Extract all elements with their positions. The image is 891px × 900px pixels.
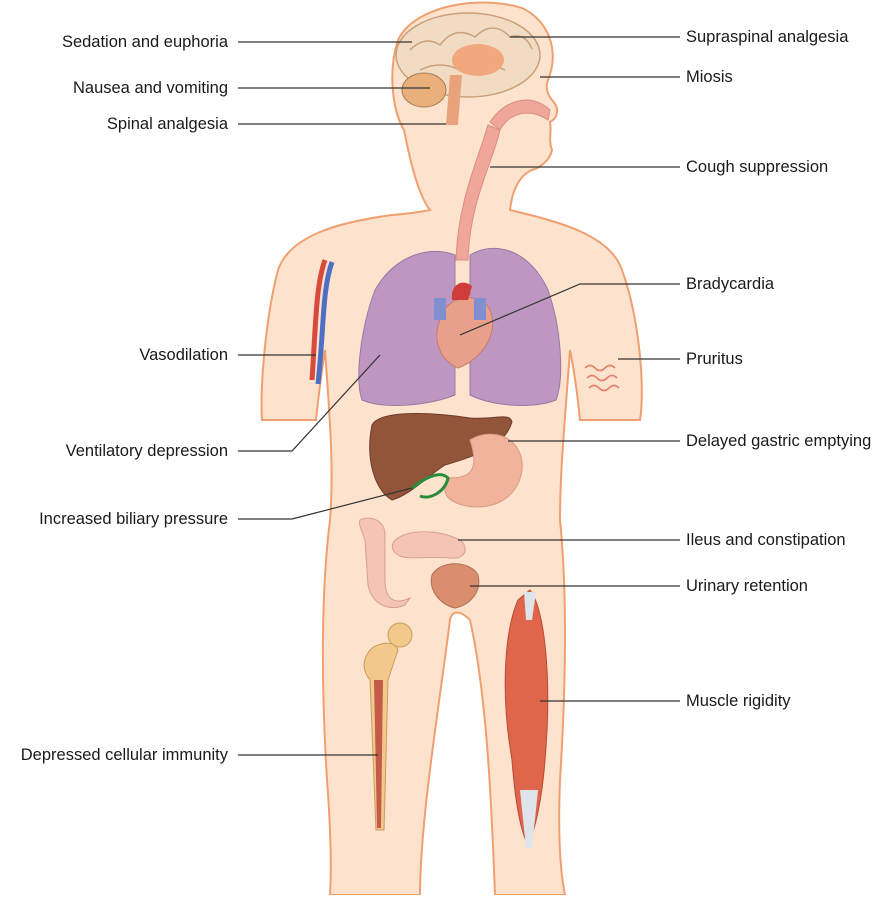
label-spinal-analgesia: Spinal analgesia — [106, 115, 228, 133]
pulmonary-vessel-left — [434, 298, 446, 320]
midbrain — [452, 44, 504, 76]
line-ventilatory — [238, 354, 381, 452]
bile-duct — [411, 473, 450, 499]
label-biliary-pressure: Increased biliary pressure — [39, 510, 228, 528]
label-ventilatory-depression: Ventilatory depression — [65, 442, 228, 460]
large-intestine — [359, 517, 412, 609]
tendon-bottom — [520, 790, 538, 848]
pruritus-squiggle — [584, 364, 620, 392]
stomach — [444, 433, 523, 508]
nasal-airway — [489, 99, 551, 131]
bone-marrow — [374, 680, 383, 828]
right-lung — [469, 247, 562, 406]
pulmonary-vessel-right — [474, 298, 486, 320]
brainstem — [446, 75, 462, 125]
label-supraspinal-analgesia: Supraspinal analgesia — [686, 28, 849, 46]
bladder — [430, 563, 480, 609]
label-pruritus: Pruritus — [686, 350, 743, 368]
line-bradycardia — [459, 283, 680, 336]
label-miosis: Miosis — [686, 68, 733, 86]
femur-head — [387, 622, 413, 648]
tendon-top — [524, 592, 536, 620]
label-ileus-constipation: Ileus and constipation — [686, 531, 846, 549]
label-urinary-retention: Urinary retention — [686, 577, 808, 595]
label-sedation: Sedation and euphoria — [61, 33, 228, 51]
label-muscle-rigidity: Muscle rigidity — [686, 692, 791, 710]
trachea — [455, 124, 501, 261]
label-nausea: Nausea and vomiting — [72, 79, 228, 97]
label-cellular-immunity: Depressed cellular immunity — [20, 746, 228, 764]
leader-lines — [238, 36, 680, 756]
aorta — [451, 282, 472, 300]
label-bradycardia: Bradycardia — [686, 275, 775, 293]
cerebellum — [401, 72, 447, 108]
label-gastric-emptying: Delayed gastric emptying — [686, 432, 872, 450]
line-biliary — [238, 487, 413, 520]
label-cough-suppression: Cough suppression — [686, 158, 829, 176]
arm-artery — [309, 259, 328, 381]
small-intestine — [391, 531, 466, 559]
left-lung — [358, 250, 456, 406]
arm-vein — [315, 261, 335, 385]
label-vasodilation: Vasodilation — [139, 346, 228, 364]
